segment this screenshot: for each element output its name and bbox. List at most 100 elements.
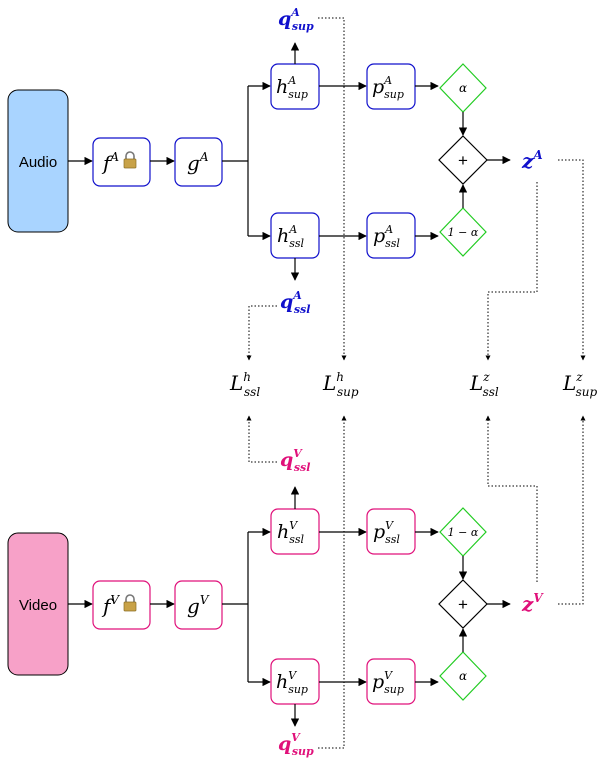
loss-h-sup-subscript: sup (337, 385, 359, 399)
video-sum-node (438, 579, 488, 629)
audio-p-ssl-main: p (373, 225, 385, 247)
audio-h-ssl-main: h (277, 225, 289, 247)
audio-gate-alpha-label: α (459, 81, 467, 95)
audio-projector-g-box (174, 137, 223, 187)
audio-q-sup-main: q (278, 8, 291, 30)
loss-z-sup-main: L (562, 371, 576, 395)
video-encoder-f-box (92, 580, 151, 630)
audio-gate-one-minus-alpha (439, 207, 487, 257)
video-h-sup-subscript: sup (288, 683, 308, 696)
loss-h-sup-main: L (322, 371, 336, 395)
video-z-main: z (521, 592, 534, 616)
loss-h-ssl-superscript: h (243, 370, 251, 384)
audio-h-ssl-superscript: A (288, 223, 297, 236)
audio-h-sup-subscript: sup (288, 88, 308, 101)
audio-p-sup-superscript: A (383, 74, 392, 87)
video-q-ssl-subscript: ssl (294, 461, 311, 474)
lock-icon (123, 151, 137, 169)
audio-h-ssl-subscript: ssl (289, 237, 304, 250)
video-p-sup-main: p (372, 671, 384, 693)
video-projector-g-box (174, 580, 223, 630)
loss-h-ssl-subscript: ssl (244, 385, 260, 399)
video-q-sup-main: q (278, 733, 291, 755)
loss-z-ssl-subscript: ssl (483, 385, 499, 399)
video-g-sup: V (200, 593, 210, 607)
video-input-label: Video (19, 597, 57, 614)
audio-sum-plus: + (458, 151, 468, 170)
audio-p-sup-subscript: sup (384, 88, 404, 101)
connector-z-audio-to-l-z-ssl (485, 182, 538, 361)
video-z-superscript: V (533, 591, 544, 605)
audio-q-ssl-main: q (280, 291, 293, 313)
video-gate-alpha (439, 651, 487, 701)
video-f-sup: V (110, 593, 120, 607)
video-q-sup-superscript: V (291, 731, 301, 744)
loss-h-sup-superscript: h (336, 370, 344, 384)
audio-g-label: g (187, 151, 200, 175)
loss-z-sup-superscript: z (575, 370, 583, 384)
connector-z-video-to-l-z-ssl (485, 415, 538, 582)
video-h-sup-main: h (276, 671, 288, 693)
loss-z-ssl-main: L (469, 371, 483, 395)
video-g-label: g (187, 594, 200, 618)
video-p-sup-subscript: sup (384, 683, 404, 696)
connector-q-video-sup-to-l-h-sup (318, 415, 347, 749)
video-q-ssl-main: q (280, 449, 293, 471)
video-gate-alpha-label: α (459, 669, 467, 683)
video-sum-plus: + (458, 595, 468, 614)
video-h-sup-superscript: V (288, 669, 297, 682)
audio-q-ssl-subscript: ssl (294, 303, 311, 316)
video-h-ssl-subscript: ssl (289, 533, 304, 546)
audio-sum-node (438, 135, 488, 185)
video-h-ssl-main: h (277, 521, 289, 543)
svg-text:zA: zA (521, 148, 543, 173)
connector-z-video-to-l-z-sup (558, 415, 586, 605)
loss-z-ssl-superscript: z (482, 370, 490, 384)
audio-input-label: Audio (19, 154, 57, 171)
audio-q-ssl-superscript: A (292, 289, 302, 302)
video-p-ssl-superscript: V (385, 519, 394, 532)
video-gate-one-minus-alpha-label: 1 − α (448, 526, 479, 539)
audio-z-main: z (521, 149, 534, 173)
audio-encoder-f-box (92, 137, 151, 187)
dotted-connectors (246, 17, 586, 749)
video-p-sup-superscript: V (384, 669, 393, 682)
connector-q-audio-sup-to-l-h-sup (318, 17, 347, 361)
audio-p-ssl-superscript: A (384, 223, 393, 236)
audio-p-ssl-subscript: ssl (385, 237, 400, 250)
audio-f-sup: A (109, 150, 119, 164)
svg-text:gV: gV (187, 593, 210, 618)
video-q-sup-subscript: sup (292, 745, 314, 758)
audio-h-sup-main: h (276, 76, 288, 98)
svg-text:gA: gA (187, 150, 209, 175)
lock-icon (123, 594, 137, 612)
loss-h-ssl-main: L (229, 371, 243, 395)
audio-z-superscript: A (532, 148, 542, 162)
audio-q-sup-superscript: A (290, 6, 300, 19)
audio-q-sup-subscript: sup (292, 20, 314, 33)
video-p-ssl-main: p (373, 521, 385, 543)
video-q-ssl-superscript: V (293, 447, 303, 460)
connector-z-audio-to-l-z-sup (558, 159, 586, 361)
audio-g-sup: A (199, 150, 209, 164)
